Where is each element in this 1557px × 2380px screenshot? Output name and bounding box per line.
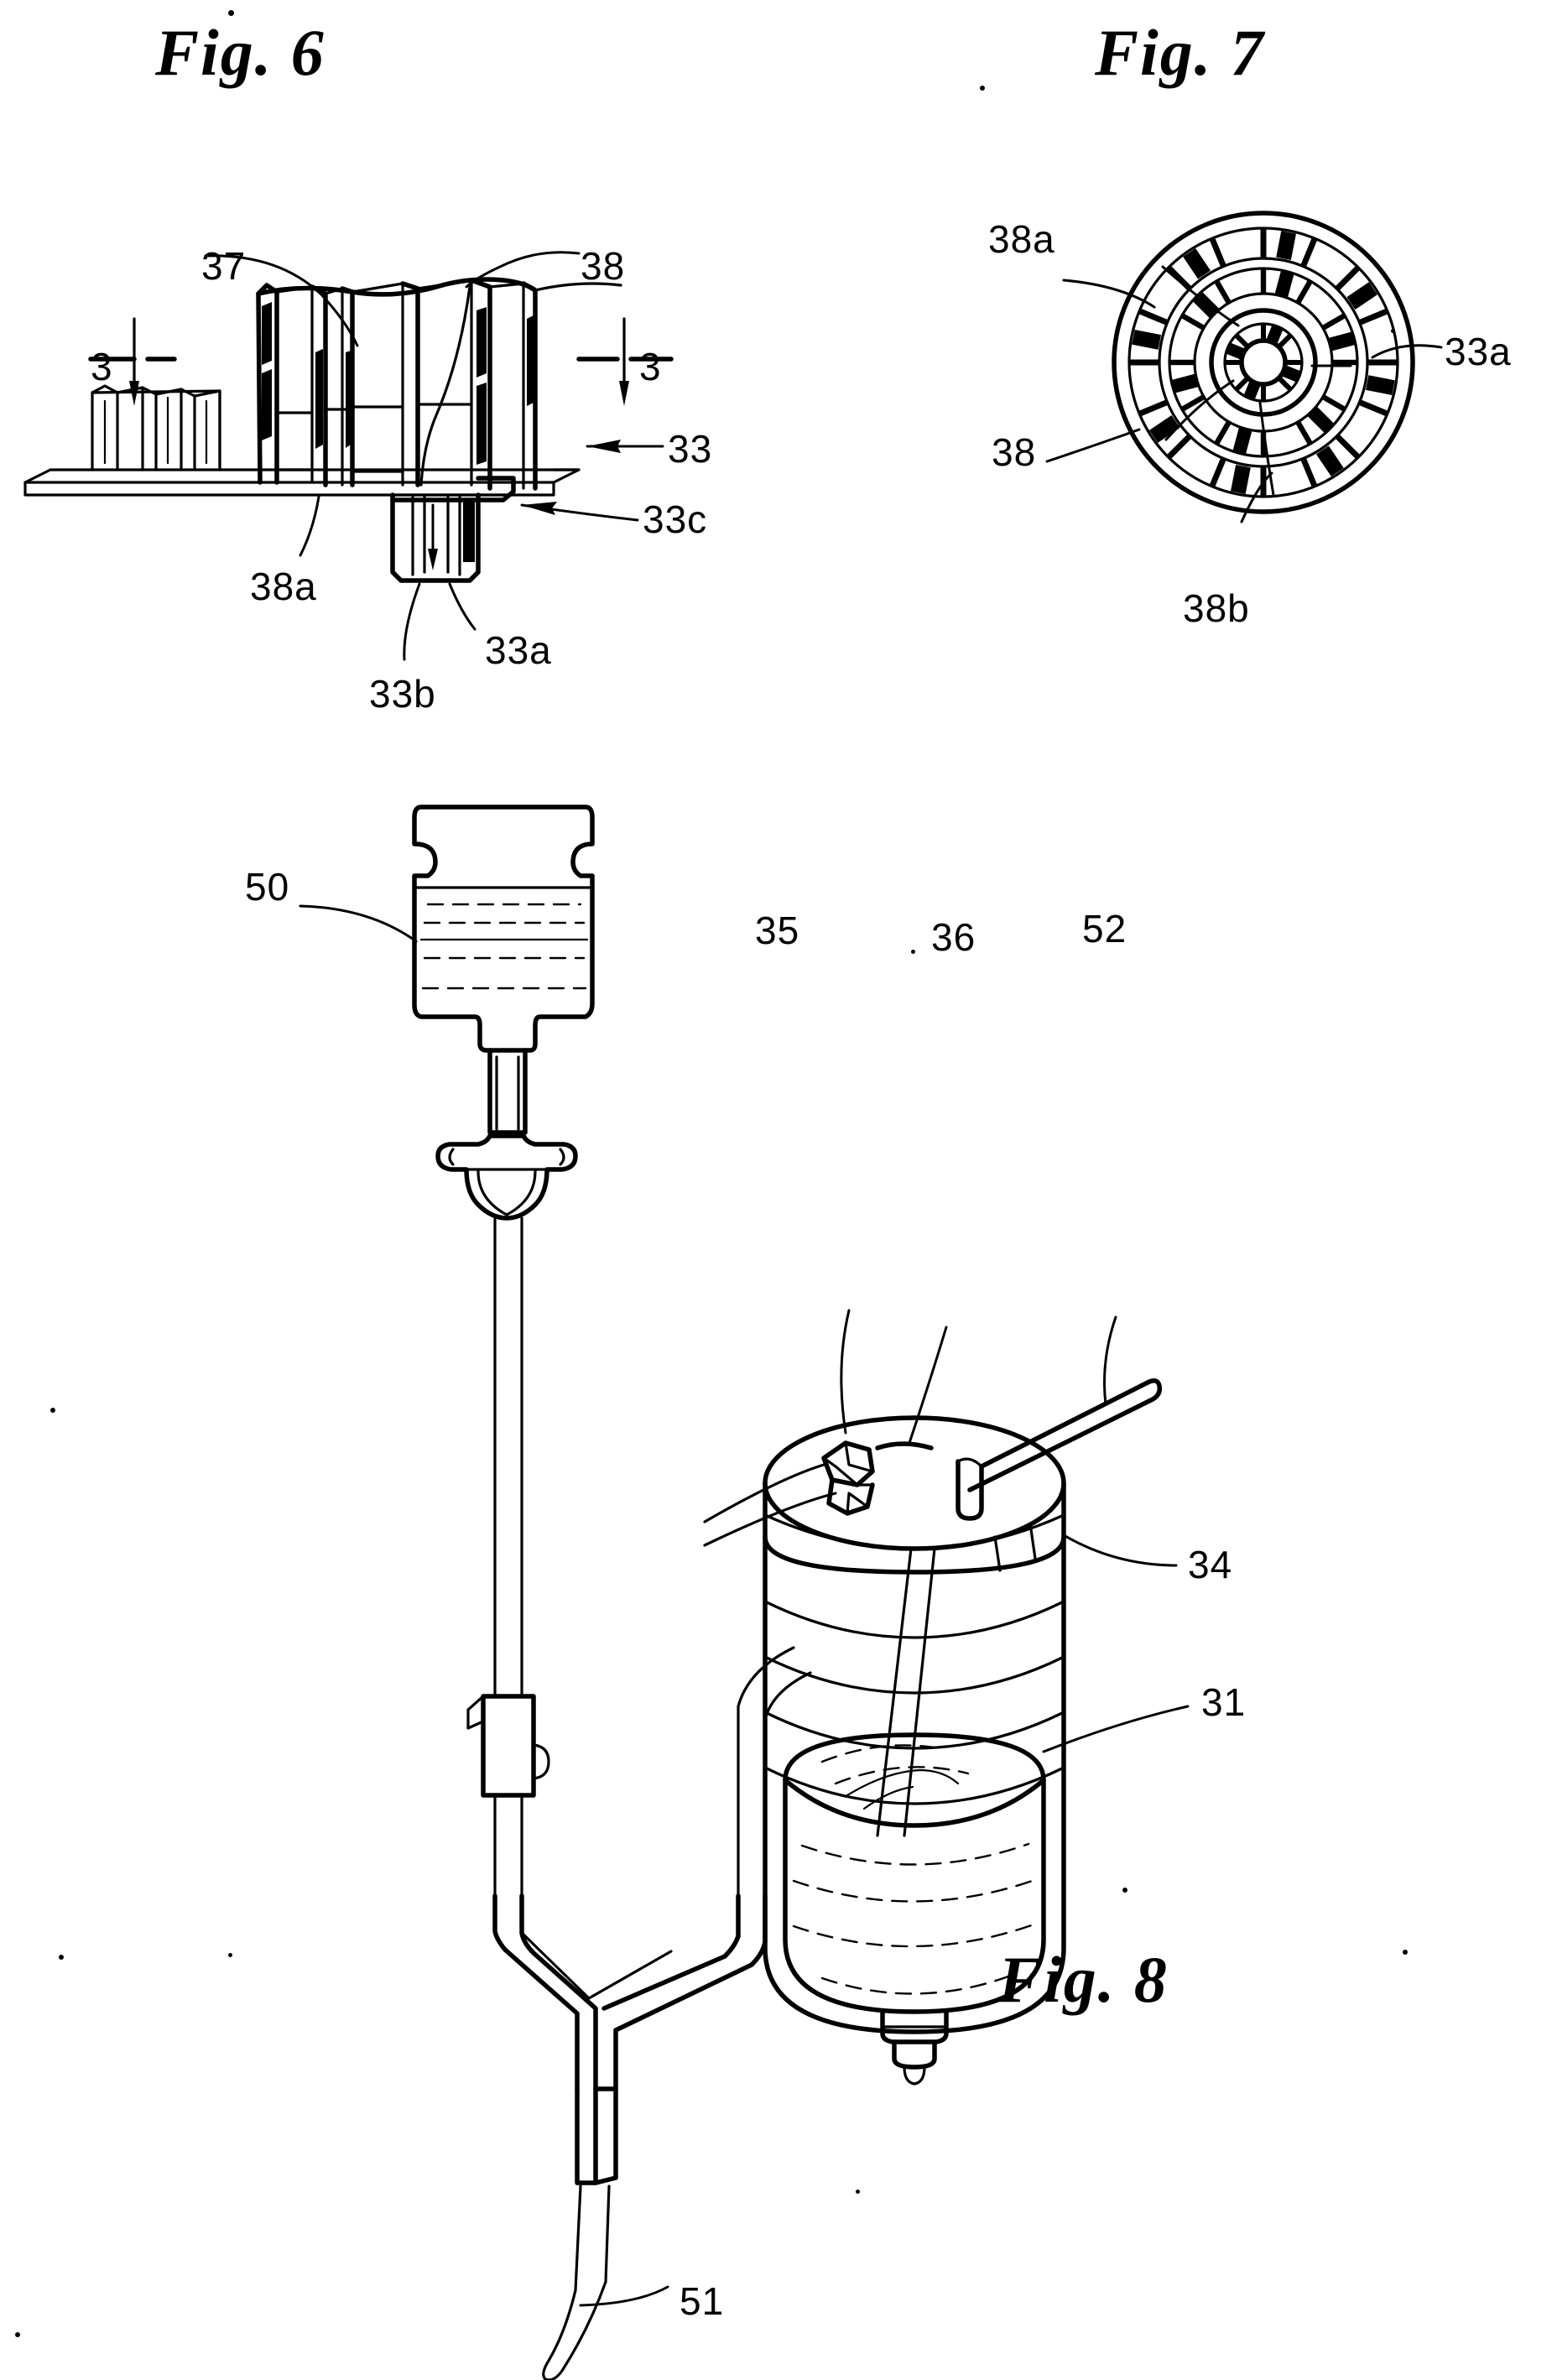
callout-fig8-31: 31 [1201, 1680, 1247, 1724]
callout-fig8-52: 52 [1082, 907, 1127, 950]
section-line-label-right: 3 [639, 345, 662, 388]
callout-fig6-38a: 38a [250, 565, 317, 608]
print-speckle [856, 2190, 860, 2194]
callout-fig7-38a: 38a [988, 217, 1055, 261]
print-speckle [59, 1955, 64, 1960]
callout-fig8-50: 50 [245, 865, 290, 909]
print-speckle [228, 10, 234, 16]
figure-title-fig6: Fig. 6 [155, 16, 325, 89]
callout-fig8-51: 51 [680, 2279, 725, 2323]
callout-fig8-35: 35 [755, 909, 800, 952]
print-speckle [50, 1408, 55, 1413]
callout-fig6-33c: 33c [643, 497, 708, 541]
callout-fig7-38b: 38b [1183, 586, 1250, 630]
callout-fig7-33a: 33a [1445, 330, 1512, 373]
callout-fig6-33a: 33a [485, 628, 552, 672]
figure-title-fig7: Fig. 7 [1095, 16, 1265, 89]
print-speckle [1403, 1950, 1408, 1955]
figure-drawing-fig8 [201, 780, 1376, 2380]
print-speckle [1391, 329, 1395, 333]
callout-fig7-38: 38 [992, 430, 1037, 474]
callout-fig6-33: 33 [668, 427, 713, 471]
print-speckle [911, 950, 915, 954]
callout-fig8-36: 36 [931, 915, 976, 959]
callout-fig6-38: 38 [581, 244, 626, 288]
callout-fig6-33b: 33b [369, 672, 436, 716]
callout-fig8-34: 34 [1188, 1543, 1233, 1586]
print-speckle [15, 2332, 20, 2337]
figure-drawing-fig7 [956, 193, 1557, 545]
print-speckle [470, 279, 475, 284]
print-speckle [980, 86, 985, 91]
print-speckle [228, 1953, 232, 1957]
section-line-label-left: 3 [91, 345, 113, 388]
callout-fig6-37: 37 [201, 244, 247, 288]
print-speckle [1122, 1888, 1127, 1893]
